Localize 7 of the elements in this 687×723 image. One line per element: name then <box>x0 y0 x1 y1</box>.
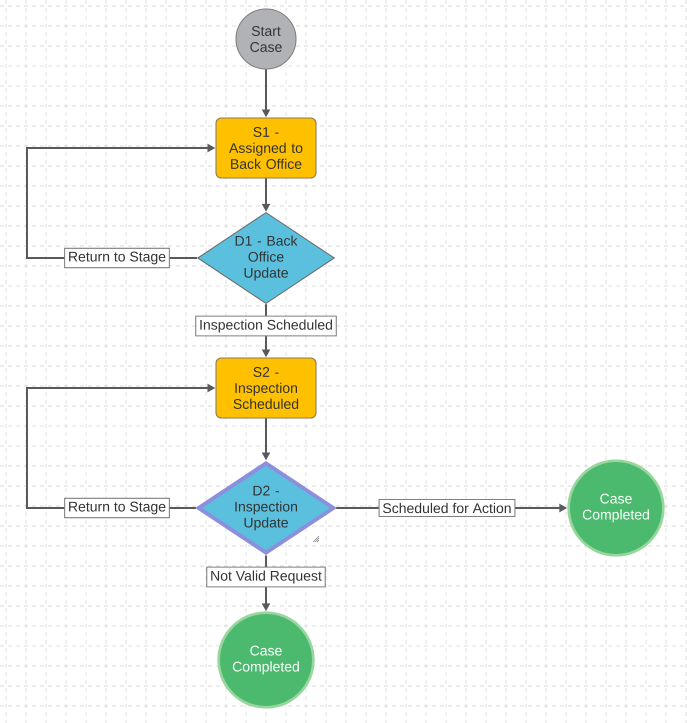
edge-label: Not Valid Request <box>206 566 326 588</box>
edge-label: Inspection Scheduled <box>195 316 337 336</box>
stage-box: S2 - Inspection Scheduled <box>215 357 317 419</box>
stage-box: S1 - Assigned to Back Office <box>215 117 317 179</box>
edge-label: Return to Stage <box>64 498 170 518</box>
edge-label: Scheduled for Action <box>378 499 516 518</box>
edge-label: Return to Stage <box>64 248 170 268</box>
